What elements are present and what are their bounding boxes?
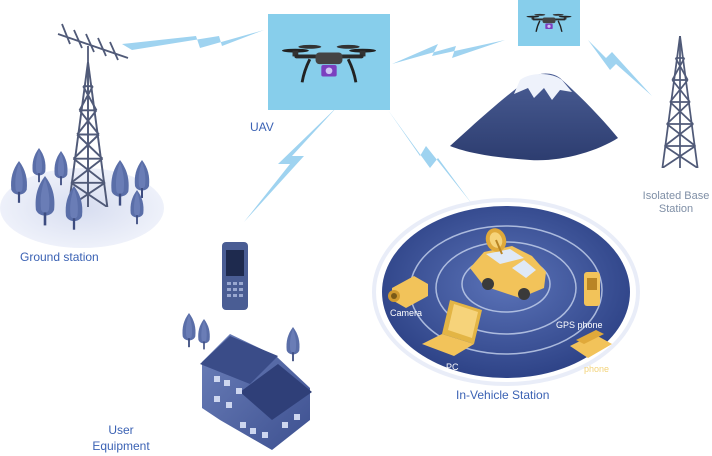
house-icon	[182, 313, 312, 450]
isolated-base-station-label: Isolated Base Station	[640, 190, 712, 216]
satellite-dish-icon	[485, 228, 507, 255]
uav	[268, 14, 390, 110]
gps-phone-label: GPS phone	[556, 320, 603, 330]
lightning-signal-icon	[392, 40, 505, 64]
ground-station-label: Ground station	[20, 250, 99, 264]
isolated-base-station	[661, 36, 699, 168]
camera-label: Camera	[390, 308, 423, 318]
pc-label: PC	[446, 362, 459, 372]
lightning-signal-icon	[244, 106, 338, 222]
ground-station	[0, 23, 164, 248]
in-vehicle-station	[372, 198, 640, 386]
car-icon	[470, 246, 546, 300]
mountain-icon	[450, 73, 618, 161]
phone-label: phone	[584, 364, 610, 374]
user-equipment-label-line1: User	[108, 423, 134, 437]
camera-icon	[388, 276, 428, 308]
mobile-phone-icon	[222, 242, 248, 310]
uav-secondary	[518, 0, 580, 46]
lightning-signal-icon	[588, 40, 652, 96]
gps-phone-icon	[584, 272, 600, 306]
user-equipment-label-line2: Equipment	[92, 439, 150, 453]
isolated-base-station-label-line2: Station	[658, 203, 694, 215]
lightning-signal-icon	[388, 110, 472, 204]
uav-label: UAV	[250, 120, 274, 134]
user-equipment-label: User Equipment	[86, 422, 156, 454]
in-vehicle-station-label: In-Vehicle Station	[456, 388, 550, 402]
laptop-icon	[422, 300, 482, 356]
lightning-signal-icon	[122, 30, 264, 50]
antenna-tower-icon	[661, 36, 699, 168]
signal-links	[122, 30, 652, 222]
isolated-base-station-label-line1: Isolated Base	[642, 190, 710, 202]
antenna-tower-icon	[57, 23, 129, 207]
desk-phone-icon	[570, 330, 612, 358]
